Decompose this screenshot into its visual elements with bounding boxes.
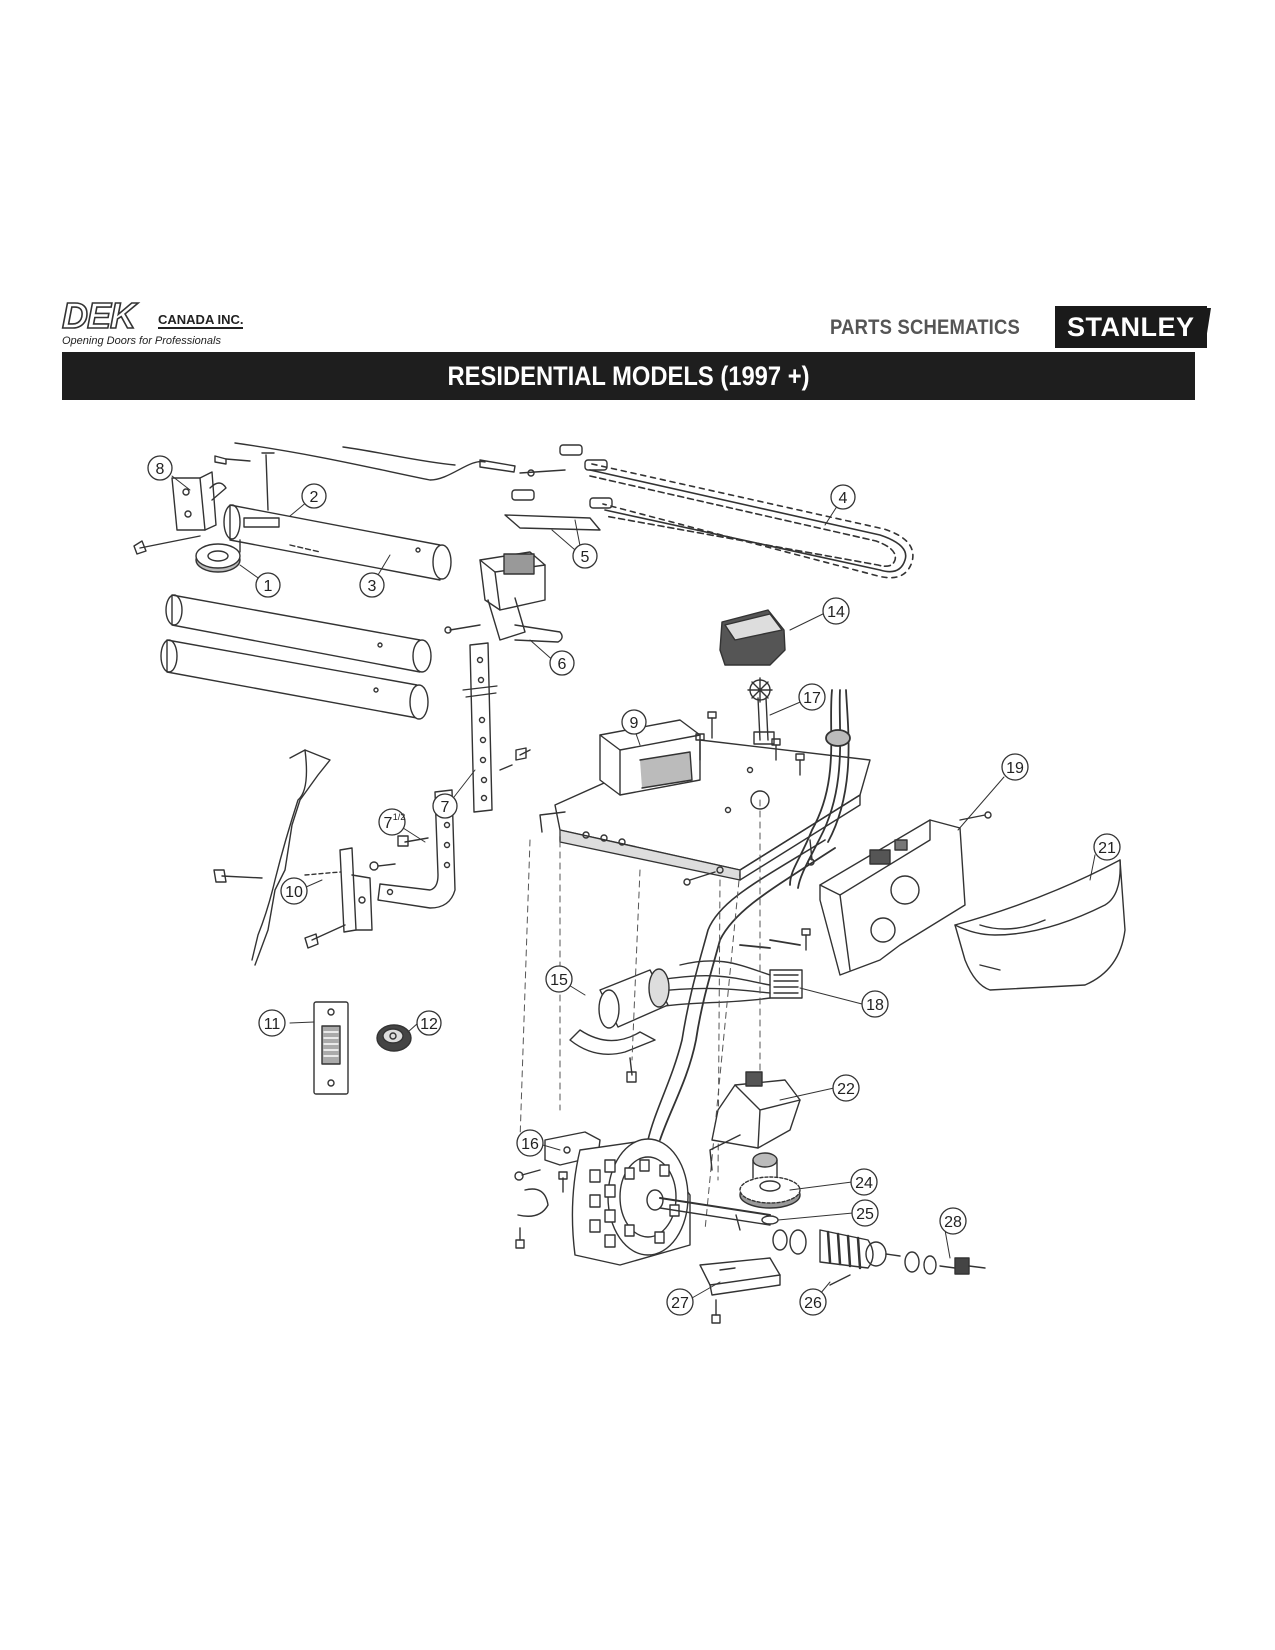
clevis-pin (265, 454, 269, 511)
callout-7: 7 (441, 799, 450, 816)
callout-2: 2 (310, 489, 319, 506)
rail-section-lower (160, 639, 429, 720)
rail-pulley (195, 539, 241, 573)
callout-1: 1 (264, 578, 273, 595)
cable-upper (342, 446, 456, 466)
company-logo: DEK CANADA INC. Opening Doors for Profes… (60, 295, 250, 358)
alignment-guides (519, 799, 761, 1231)
callout-10: 10 (285, 884, 303, 901)
callout-25: 25 (856, 1206, 874, 1223)
motor-cradle (699, 1257, 781, 1324)
callout-26: 26 (804, 1295, 822, 1312)
callout-22: 22 (837, 1081, 855, 1098)
logic-board-housing (819, 811, 992, 976)
callout-19: 19 (1006, 760, 1024, 777)
page-title: RESIDENTIAL MODELS (1997 +) (447, 361, 810, 391)
drive-chain (589, 463, 914, 579)
chain-connectors (504, 444, 613, 531)
worm-gear (772, 1229, 901, 1286)
callout-28: 28 (944, 1214, 962, 1231)
capacitor (569, 968, 670, 1083)
callout-circles (147, 455, 1121, 1316)
shaft-bearings (904, 1251, 986, 1275)
callout-7-half-fraction: 1/2 (393, 812, 406, 822)
logo-tagline: Opening Doors for Professionals (62, 335, 221, 347)
limit-cam-gear (747, 677, 775, 745)
limit-cover (719, 609, 786, 666)
callout-24: 24 (855, 1175, 873, 1192)
drive-motor (571, 1138, 771, 1266)
wire-harness (647, 689, 851, 1141)
callout-8: 8 (156, 461, 165, 478)
door-bracket (213, 847, 373, 949)
gear-bracket (709, 1071, 801, 1171)
callout-21: 21 (1098, 840, 1116, 857)
lamp-socket (376, 1024, 412, 1052)
rail-section-upper (165, 594, 432, 673)
straight-door-arm (462, 642, 531, 813)
trolley (444, 551, 563, 643)
light-lens-cover (954, 859, 1126, 991)
callout-3: 3 (368, 578, 377, 595)
wall-push-button (313, 1001, 349, 1095)
release-cable (234, 442, 486, 481)
logo-mark: DEK (61, 295, 137, 336)
callout-5: 5 (581, 549, 590, 566)
drive-gear (739, 1152, 801, 1209)
callout-16: 16 (521, 1136, 539, 1153)
callout-15: 15 (550, 972, 568, 989)
motor-housing (599, 719, 701, 796)
callout-18: 18 (866, 997, 884, 1014)
callout-7-half: 7 (384, 815, 393, 832)
title-banner: RESIDENTIAL MODELS (1997 +) (62, 352, 1195, 400)
header-bracket (133, 455, 251, 555)
callout-6: 6 (558, 656, 567, 673)
chassis-screws (683, 711, 815, 951)
callout-9: 9 (630, 715, 639, 732)
section-title: PARTS SCHEMATICS (830, 316, 1021, 339)
callout-17: 17 (803, 690, 821, 707)
logo-company-name: CANADA INC. (158, 312, 244, 329)
gear-washer (761, 1215, 779, 1225)
rail-front-section (223, 504, 452, 581)
cable-turnbuckle (479, 459, 516, 473)
callout-12: 12 (420, 1016, 438, 1033)
brand-badge: STANLEY (1055, 306, 1211, 348)
callout-27: 27 (671, 1295, 689, 1312)
callout-14: 14 (827, 604, 845, 621)
door-outline (254, 749, 331, 966)
callout-11: 11 (264, 1016, 281, 1033)
callout-4: 4 (839, 490, 848, 507)
